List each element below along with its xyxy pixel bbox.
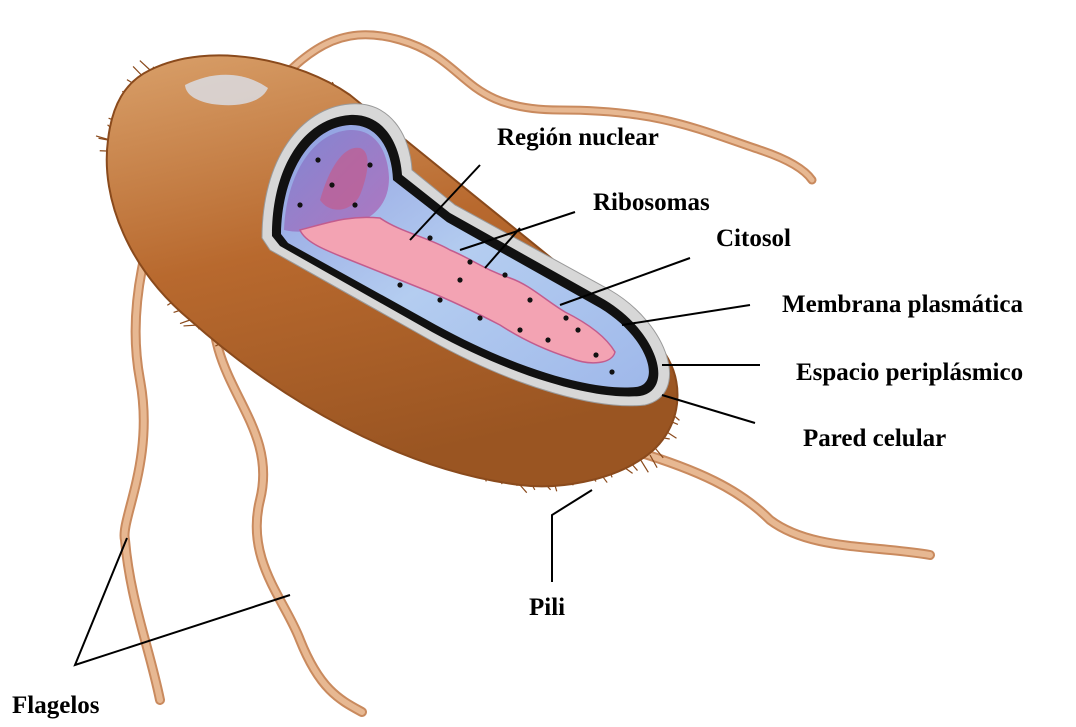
ribosome-dot	[352, 202, 357, 207]
ribosome-dot	[397, 282, 402, 287]
label-pared-celular: Pared celular	[803, 425, 946, 452]
ribosome-dot	[517, 327, 522, 332]
label-pili: Pili	[529, 594, 565, 621]
ribosome-dot	[457, 277, 462, 282]
pilus-hair	[140, 61, 150, 70]
ribosome-dot	[329, 182, 334, 187]
ribosome-dot	[545, 337, 550, 342]
ribosome-dot	[575, 327, 580, 332]
ribosome-dot	[467, 259, 472, 264]
ribosome-dot	[563, 315, 568, 320]
label-membrana-plasmatica: Membrana plasmática	[782, 291, 1023, 318]
leader-pili	[552, 490, 592, 582]
label-espacio-periplasmico: Espacio periplásmico	[796, 359, 1023, 386]
ribosome-dot	[315, 157, 320, 162]
flagellum-right	[625, 448, 930, 555]
ribosome-dot	[297, 202, 302, 207]
ribosome-dot	[609, 369, 614, 374]
ribosome-dot	[527, 297, 532, 302]
ribosome-dot	[502, 272, 507, 277]
ribosome-dot	[437, 297, 442, 302]
ribosome-dot	[477, 315, 482, 320]
label-flagelos: Flagelos	[12, 692, 100, 719]
label-region-nuclear: Región nuclear	[497, 124, 659, 151]
label-ribosomas: Ribosomas	[593, 189, 710, 216]
ribosome-dot	[593, 352, 598, 357]
ribosome-dot	[427, 235, 432, 240]
label-citosol: Citosol	[716, 225, 791, 252]
ribosome-dot	[367, 162, 372, 167]
pilus-hair	[180, 320, 190, 324]
